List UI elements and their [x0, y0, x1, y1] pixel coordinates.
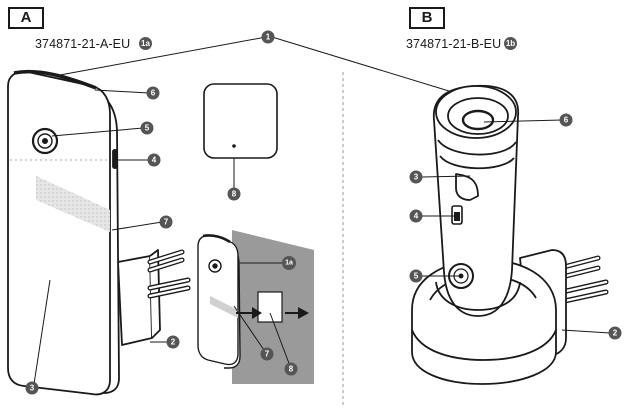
device-b [411, 84, 609, 385]
callout-7a-label: 7 [164, 218, 169, 227]
callouts [25, 30, 622, 395]
callout-8b [284, 362, 298, 376]
callout-8a-label: 8 [232, 190, 237, 199]
model-number-b: 374871-21-B-EU [406, 37, 502, 51]
callout-1 [261, 30, 275, 44]
callout-3a [25, 381, 39, 395]
ref-badge-a: 1a [139, 37, 152, 50]
callout-2b [608, 326, 622, 340]
callout-3b [409, 170, 423, 184]
callout-3a-label: 3 [30, 384, 35, 393]
callout-3b-label: 3 [414, 173, 419, 182]
item-8-sticker [203, 83, 278, 159]
callout-7b-label: 7 [265, 350, 270, 359]
device-a-small [197, 234, 241, 369]
ref-badge-b: 1b [504, 37, 517, 50]
callout-2a [166, 335, 180, 349]
callout-5a-label: 5 [145, 124, 150, 133]
callout-1-label: 1 [266, 33, 271, 42]
callout-6b [559, 113, 573, 127]
callout-5b-label: 5 [414, 272, 419, 281]
model-number-a: 374871-21-A-EU [35, 37, 131, 51]
callout-6a [146, 86, 160, 100]
callout-6a-label: 6 [151, 89, 156, 98]
callout-8b-label: 8 [289, 365, 294, 374]
panel-b-tag: B [409, 7, 445, 29]
callout-7b [260, 347, 274, 361]
callout-4b [409, 209, 423, 223]
device-a [7, 69, 191, 396]
callout-1a [282, 256, 296, 270]
callout-5a [140, 121, 154, 135]
callout-8a [227, 187, 241, 201]
callout-4a [147, 153, 161, 167]
device-a-plug-housing [117, 255, 153, 346]
callout-4b-label: 4 [414, 212, 419, 221]
callout-1a-label: 1a [285, 260, 293, 267]
callout-7a [159, 215, 173, 229]
callout-4a-label: 4 [152, 156, 157, 165]
device-a-front [7, 70, 111, 396]
callout-6b-label: 6 [564, 116, 569, 125]
callout-5b [409, 269, 423, 283]
wall-sticker [257, 291, 283, 323]
panel-a-tag: A [8, 7, 44, 29]
callout-2b-label: 2 [613, 329, 618, 338]
device-a-switch [112, 149, 118, 169]
callout-2a-label: 2 [171, 338, 176, 347]
